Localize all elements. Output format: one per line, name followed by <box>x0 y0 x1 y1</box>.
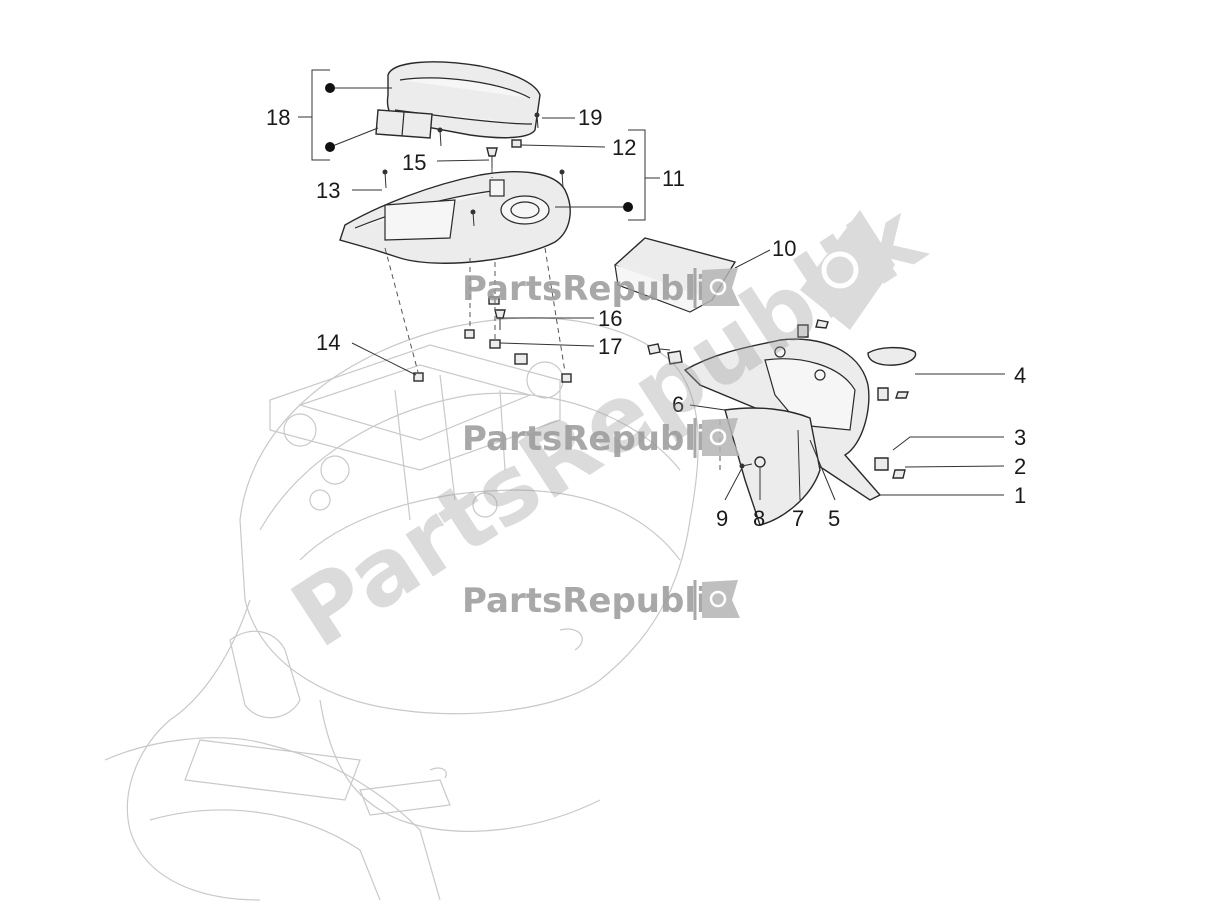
callout-16: 16 <box>598 306 622 331</box>
callout-9: 9 <box>716 506 728 531</box>
callout-3: 3 <box>1014 425 1026 450</box>
callout-10: 10 <box>772 236 796 261</box>
flag-gear-icon <box>702 580 740 618</box>
callout-5: 5 <box>828 506 840 531</box>
callout-6: 6 <box>672 392 684 417</box>
rack-base[interactable] <box>339 171 571 264</box>
top-case-pad[interactable] <box>375 109 433 139</box>
callout-7: 7 <box>792 506 804 531</box>
callout-18: 18 <box>266 105 290 130</box>
watermark-text-2: PartsRepublik <box>462 419 732 459</box>
rear-mudguard-flap[interactable] <box>724 407 821 526</box>
callout-4: 4 <box>1014 363 1026 388</box>
callout-dots <box>325 83 633 212</box>
callout-8: 8 <box>753 506 765 531</box>
callout-14: 14 <box>316 330 340 355</box>
callout-19: 19 <box>578 105 602 130</box>
scooter-body-ghost <box>104 317 699 901</box>
watermark-text-1: PartsRepublik <box>462 269 732 309</box>
flag-gear-icon <box>702 418 740 456</box>
watermark-brand-3: PartsRepublik <box>462 580 740 621</box>
reflector[interactable] <box>867 346 917 366</box>
callout-12: 12 <box>612 135 636 160</box>
hardware-screws <box>382 112 909 479</box>
callout-1: 1 <box>1014 483 1026 508</box>
callout-17: 17 <box>598 334 622 359</box>
flag-gear-icon <box>702 268 740 306</box>
assembly-lines <box>384 168 721 470</box>
callout-11: 11 <box>662 166 685 191</box>
callout-labels: 1 2 3 4 5 6 7 8 9 10 11 12 13 14 15 16 1… <box>266 105 1026 531</box>
watermark-brand-2: PartsRepublik <box>462 418 740 459</box>
callout-13: 13 <box>316 178 340 203</box>
watermark-brand-1: PartsRepublik <box>462 268 740 309</box>
callout-15: 15 <box>402 150 426 175</box>
callout-2: 2 <box>1014 454 1026 479</box>
diagonal-flag-icon <box>800 210 895 330</box>
leader-lines <box>298 69 1005 501</box>
watermark-text-3: PartsRepublik <box>462 581 732 621</box>
